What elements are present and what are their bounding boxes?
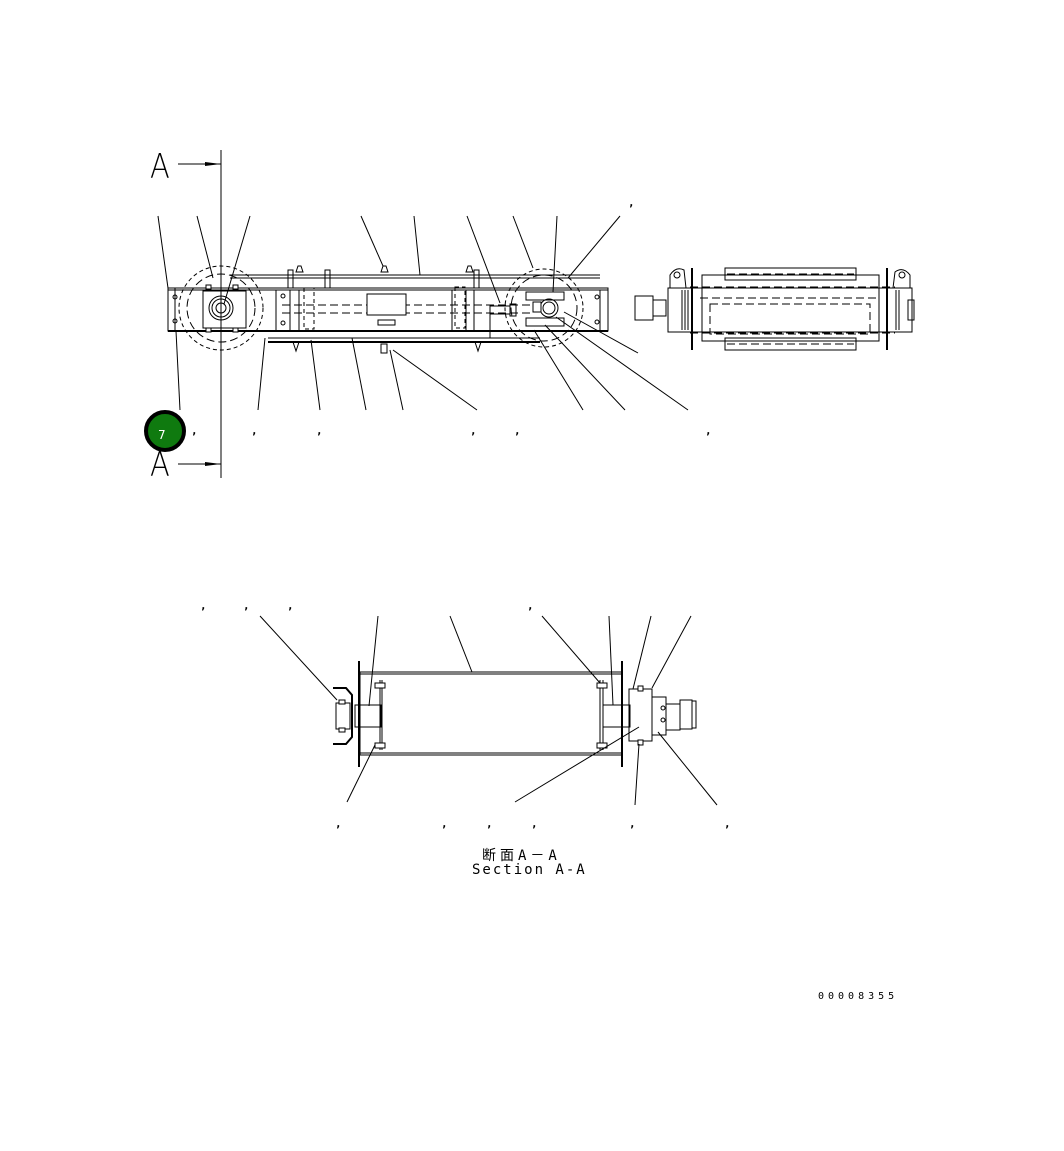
callout-separator: , — [191, 424, 198, 437]
callout-separator: , — [243, 599, 250, 612]
section-marker-bottom: A — [150, 445, 170, 485]
callout-separator: , — [335, 817, 342, 830]
top-view-assembly — [167, 265, 609, 354]
side-view-assembly — [634, 267, 915, 351]
section-caption-japanese: 断面A－A — [482, 848, 561, 864]
callout-separator: , — [200, 599, 207, 612]
section-leader-lines — [259, 615, 718, 806]
section-marker-top: A — [150, 147, 170, 187]
callout-separator: , — [514, 424, 521, 437]
callout-separator: , — [316, 424, 323, 437]
document-number: 00008355 — [818, 991, 899, 1002]
callout-separator: , — [251, 424, 258, 437]
section-a-a-view — [333, 661, 697, 767]
callout-separator: , — [527, 599, 534, 612]
callout-separator: , — [287, 599, 294, 612]
callout-separator: , — [441, 817, 448, 830]
section-cut-line — [178, 150, 222, 478]
callout-separator: , — [531, 817, 538, 830]
callout-separator: , — [486, 817, 493, 830]
callout-separator: , — [629, 817, 636, 830]
callout-separator: , — [705, 424, 712, 437]
callout-separator: , — [470, 424, 477, 437]
callout-separator: , — [628, 196, 635, 209]
callout-badge[interactable]: 7 — [144, 410, 186, 452]
callout-badge-number: 7 — [158, 428, 166, 442]
callout-separator: , — [724, 817, 731, 830]
section-caption-english: Section A-A — [472, 862, 587, 878]
top-view-leader-lines — [157, 215, 689, 411]
